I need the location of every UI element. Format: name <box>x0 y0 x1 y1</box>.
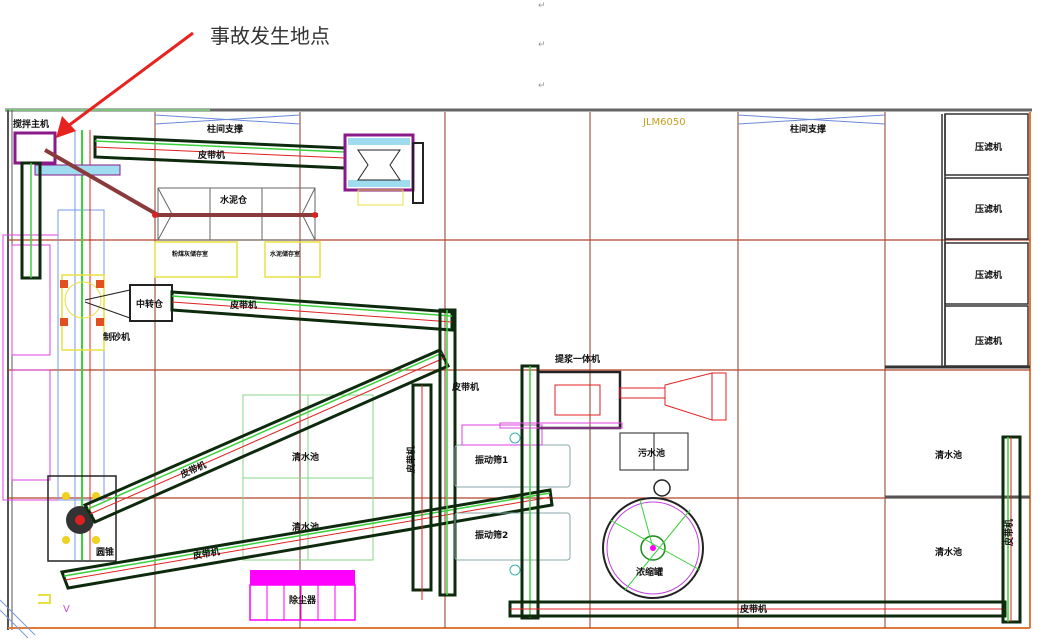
transfer-bin-label: 中转仓 <box>136 298 164 310</box>
accident-arrow <box>56 31 194 138</box>
filter-press-label: 压滤机 <box>975 269 1002 281</box>
direction-mark: V <box>63 604 70 615</box>
slurry-machine <box>499 370 727 430</box>
belt-label: 皮带机 <box>197 149 225 161</box>
cement-room <box>264 241 321 278</box>
paragraph-mark: ↵ <box>538 1 546 11</box>
sand-maker <box>60 274 131 351</box>
belt-label: 皮带机 <box>1003 519 1015 547</box>
filter-press-label: 压滤机 <box>975 203 1002 215</box>
belt-conveyor <box>59 488 554 590</box>
filter-press-label: 压滤机 <box>975 335 1002 347</box>
column-brace <box>154 114 886 125</box>
slurry-machine-label: 提浆一体机 <box>555 353 600 365</box>
cement-room-label: 水泥储存室 <box>270 250 300 258</box>
dust-collector-label: 除尘器 <box>289 594 317 606</box>
belt-label: 皮带机 <box>405 446 417 474</box>
filter-press-bank <box>885 113 1030 499</box>
batching-hopper <box>343 133 424 206</box>
accident-location-label: 事故发生地点 <box>210 24 330 48</box>
vibrating-screen <box>454 424 571 576</box>
model-label: JLM6050 <box>642 117 686 128</box>
column-grid <box>8 112 1030 628</box>
belt-conveyor <box>82 348 451 524</box>
screening-structure <box>2 209 105 501</box>
mixer <box>13 131 57 165</box>
belt-conveyor <box>411 383 433 600</box>
belt-conveyor <box>20 161 42 280</box>
paragraph-mark: ↵ <box>538 40 546 50</box>
clear-pool <box>242 394 374 561</box>
screen-label: 振动筛1 <box>475 454 508 466</box>
belt-label: 皮带机 <box>451 381 479 393</box>
column-brace-label: 柱间支撑 <box>790 123 826 135</box>
clear-pool-label: 清水池 <box>935 449 962 461</box>
hopper-mark <box>38 594 51 604</box>
belt-conveyor <box>170 290 454 332</box>
paragraph-mark: ↵ <box>538 81 546 91</box>
belt-conveyor <box>1001 435 1022 624</box>
belt-conveyor <box>508 600 1007 618</box>
filter-press-label: 压滤机 <box>975 141 1002 153</box>
clear-pool-label: 清水池 <box>292 451 319 463</box>
belt-conveyor <box>520 364 540 620</box>
belt-label: 皮带机 <box>229 299 257 311</box>
thickener-tank <box>602 479 704 599</box>
mixer-label: 搅拌主机 <box>13 118 49 130</box>
dust-collector <box>249 570 356 621</box>
sand-maker-label: 制砂机 <box>103 331 130 343</box>
screen-label: 振动筛2 <box>475 529 508 541</box>
flyash-room <box>154 241 238 278</box>
clear-pool-label: 清水池 <box>935 546 962 558</box>
sewage-pool-label: 污水池 <box>638 447 665 459</box>
belt-label: 皮带机 <box>739 603 767 615</box>
cone-label: 圆锥 <box>96 546 114 558</box>
flyash-room-label: 粉煤灰储存室 <box>172 250 208 258</box>
column-brace-label: 柱间支撑 <box>207 123 243 135</box>
cement-silo-label: 水泥仓 <box>220 194 248 206</box>
thickener-label: 浓缩罐 <box>636 566 663 578</box>
